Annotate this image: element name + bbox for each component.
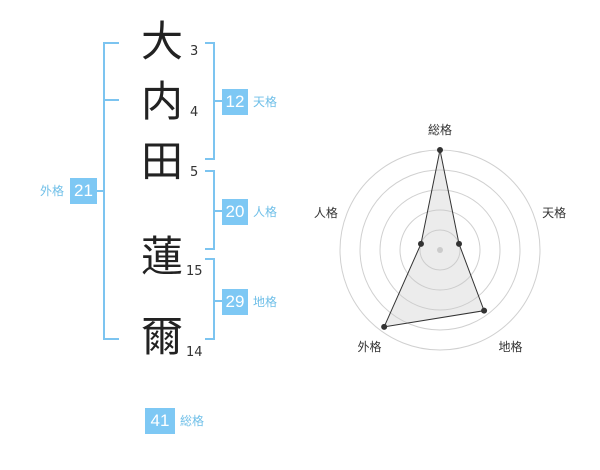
gaikaku-divider — [103, 99, 119, 101]
jinkaku-tick — [214, 210, 222, 212]
gaikaku-bracket — [103, 42, 119, 340]
radar-point-3 — [481, 307, 488, 314]
name-char-3: 田 — [140, 137, 183, 186]
radar-ring — [379, 189, 501, 311]
stroke-count-3: 5 — [190, 165, 199, 180]
radar-ring — [359, 169, 521, 331]
jinkaku-label: 人格 — [253, 205, 278, 219]
tenkaku-value: 12 — [222, 89, 248, 115]
gaikaku-label: 外格 — [40, 184, 65, 198]
name-char-1: 大 — [140, 17, 183, 66]
radar-point-1 — [437, 147, 443, 153]
radar-axis-label-1: 総格 — [428, 122, 452, 137]
name-char-2: 内 — [140, 77, 183, 126]
stroke-count-4: 15 — [186, 264, 203, 279]
radar-axis-label-2: 天格 — [542, 205, 566, 220]
stroke-count-1: 3 — [190, 44, 199, 59]
name-char-5: 爾 — [140, 312, 183, 361]
radar-series-area — [383, 149, 485, 328]
gaikaku-tick — [96, 190, 104, 192]
radar-point-2 — [456, 240, 463, 247]
soukaku-label: 総格 — [180, 414, 205, 428]
radar-center — [437, 247, 443, 253]
chikaku-value: 29 — [222, 289, 248, 315]
chikaku-bracket — [205, 258, 215, 340]
name-char-4: 蓮 — [140, 232, 183, 281]
radar-ring — [399, 209, 481, 291]
radar-axis-label-4: 外格 — [357, 339, 381, 354]
stroke-count-5: 14 — [186, 345, 203, 360]
radar-axis-label-3: 地格 — [499, 339, 523, 354]
tenkaku-label: 天格 — [253, 95, 278, 109]
tenkaku-tick — [214, 100, 222, 102]
gaikaku-value: 21 — [70, 178, 97, 204]
stroke-count-2: 4 — [190, 105, 199, 120]
chikaku-tick — [214, 300, 222, 302]
radar-point-4 — [381, 323, 388, 330]
soukaku-value: 41 — [145, 408, 175, 434]
radar-point-5 — [417, 240, 424, 247]
radar-axis-label-5: 人格 — [314, 205, 338, 220]
chikaku-label: 地格 — [253, 295, 278, 309]
radar-ring — [419, 229, 461, 271]
jinkaku-value: 20 — [222, 199, 248, 225]
